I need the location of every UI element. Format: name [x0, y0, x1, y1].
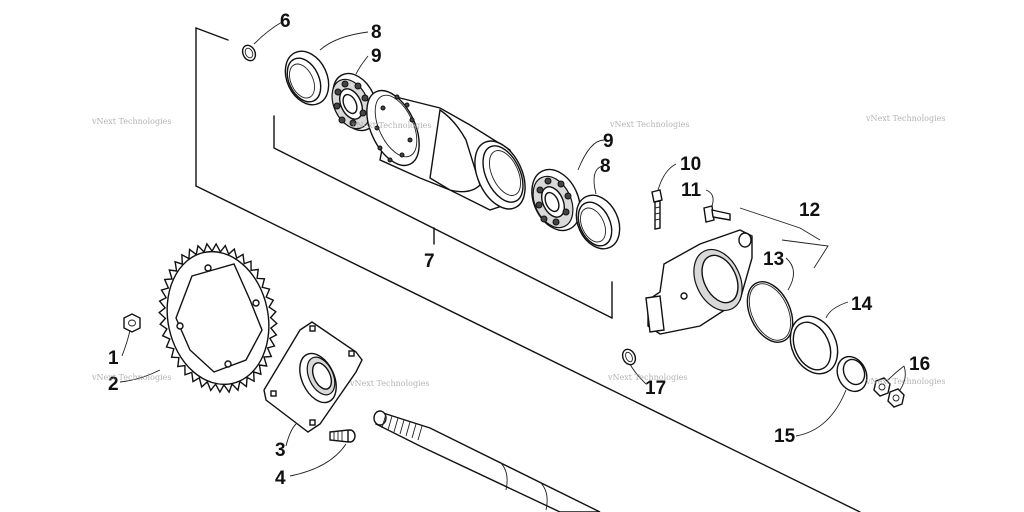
- hub-assembly-bracket: [273, 115, 613, 319]
- watermark-6: vNext Technologies: [349, 379, 429, 388]
- callout-8-upper: 8: [371, 22, 382, 43]
- watermark-7: vNext Technologies: [607, 373, 687, 382]
- callout-2: 2: [108, 374, 119, 395]
- watermark-5: vNext Technologies: [91, 373, 171, 382]
- callout-1: 1: [108, 348, 119, 369]
- part-15-spacer: [836, 355, 868, 393]
- callout-15: 15: [774, 426, 796, 447]
- callout-8-lower: 8: [600, 156, 611, 177]
- part-4-stud: [329, 429, 356, 443]
- watermark-4: vNext Technologies: [865, 114, 945, 123]
- part-13-o-ring: [746, 281, 794, 343]
- watermark-8: vNext Technologies: [865, 377, 945, 386]
- part-10-bolt: [651, 189, 663, 230]
- callout-3: 3: [275, 440, 286, 461]
- part-8-seal-upper: [284, 50, 330, 106]
- part-16-nuts: [873, 377, 905, 408]
- callout-7: 7: [424, 251, 435, 272]
- part-8-seal-lower: [575, 194, 621, 250]
- callout-10: 10: [680, 154, 701, 175]
- callout-17: 17: [645, 378, 666, 399]
- part-3-flange: [263, 321, 363, 433]
- assembly-frame: [195, 27, 861, 512]
- callout-11: 11: [681, 180, 702, 201]
- part-7-hub: [366, 89, 526, 211]
- callout-14: 14: [851, 294, 873, 315]
- callout-labels: 6 8 9 9 8 10 11 12 13 14 15 16 17 7 1 2 …: [108, 11, 930, 489]
- callout-9-lower: 9: [603, 131, 614, 152]
- axle-shaft: [373, 410, 601, 512]
- part-6-snap-ring: [241, 44, 257, 62]
- callout-6: 6: [280, 11, 291, 32]
- part-9-bearing-lower: [531, 168, 581, 232]
- part-14-seal: [789, 315, 839, 375]
- callout-9-upper: 9: [371, 46, 382, 67]
- part-9-bearing-upper: [331, 72, 378, 132]
- watermark-3: vNext Technologies: [609, 120, 689, 129]
- watermark-2: vNext Technologies: [351, 121, 431, 130]
- watermarks: vNext Technologies vNext Technologies vN…: [91, 114, 945, 388]
- leader-lines: [119, 21, 906, 477]
- part-2-sprocket: [158, 242, 278, 394]
- callout-4: 4: [275, 468, 286, 489]
- part-1-nut: [123, 313, 141, 333]
- callout-16: 16: [909, 354, 930, 375]
- callout-13: 13: [763, 249, 784, 270]
- part-11-bolt: [703, 205, 731, 223]
- part-17-ring: [621, 348, 637, 366]
- part-12-bearing-carrier: [645, 229, 753, 335]
- watermark-1: vNext Technologies: [91, 117, 171, 126]
- callout-12: 12: [799, 200, 820, 221]
